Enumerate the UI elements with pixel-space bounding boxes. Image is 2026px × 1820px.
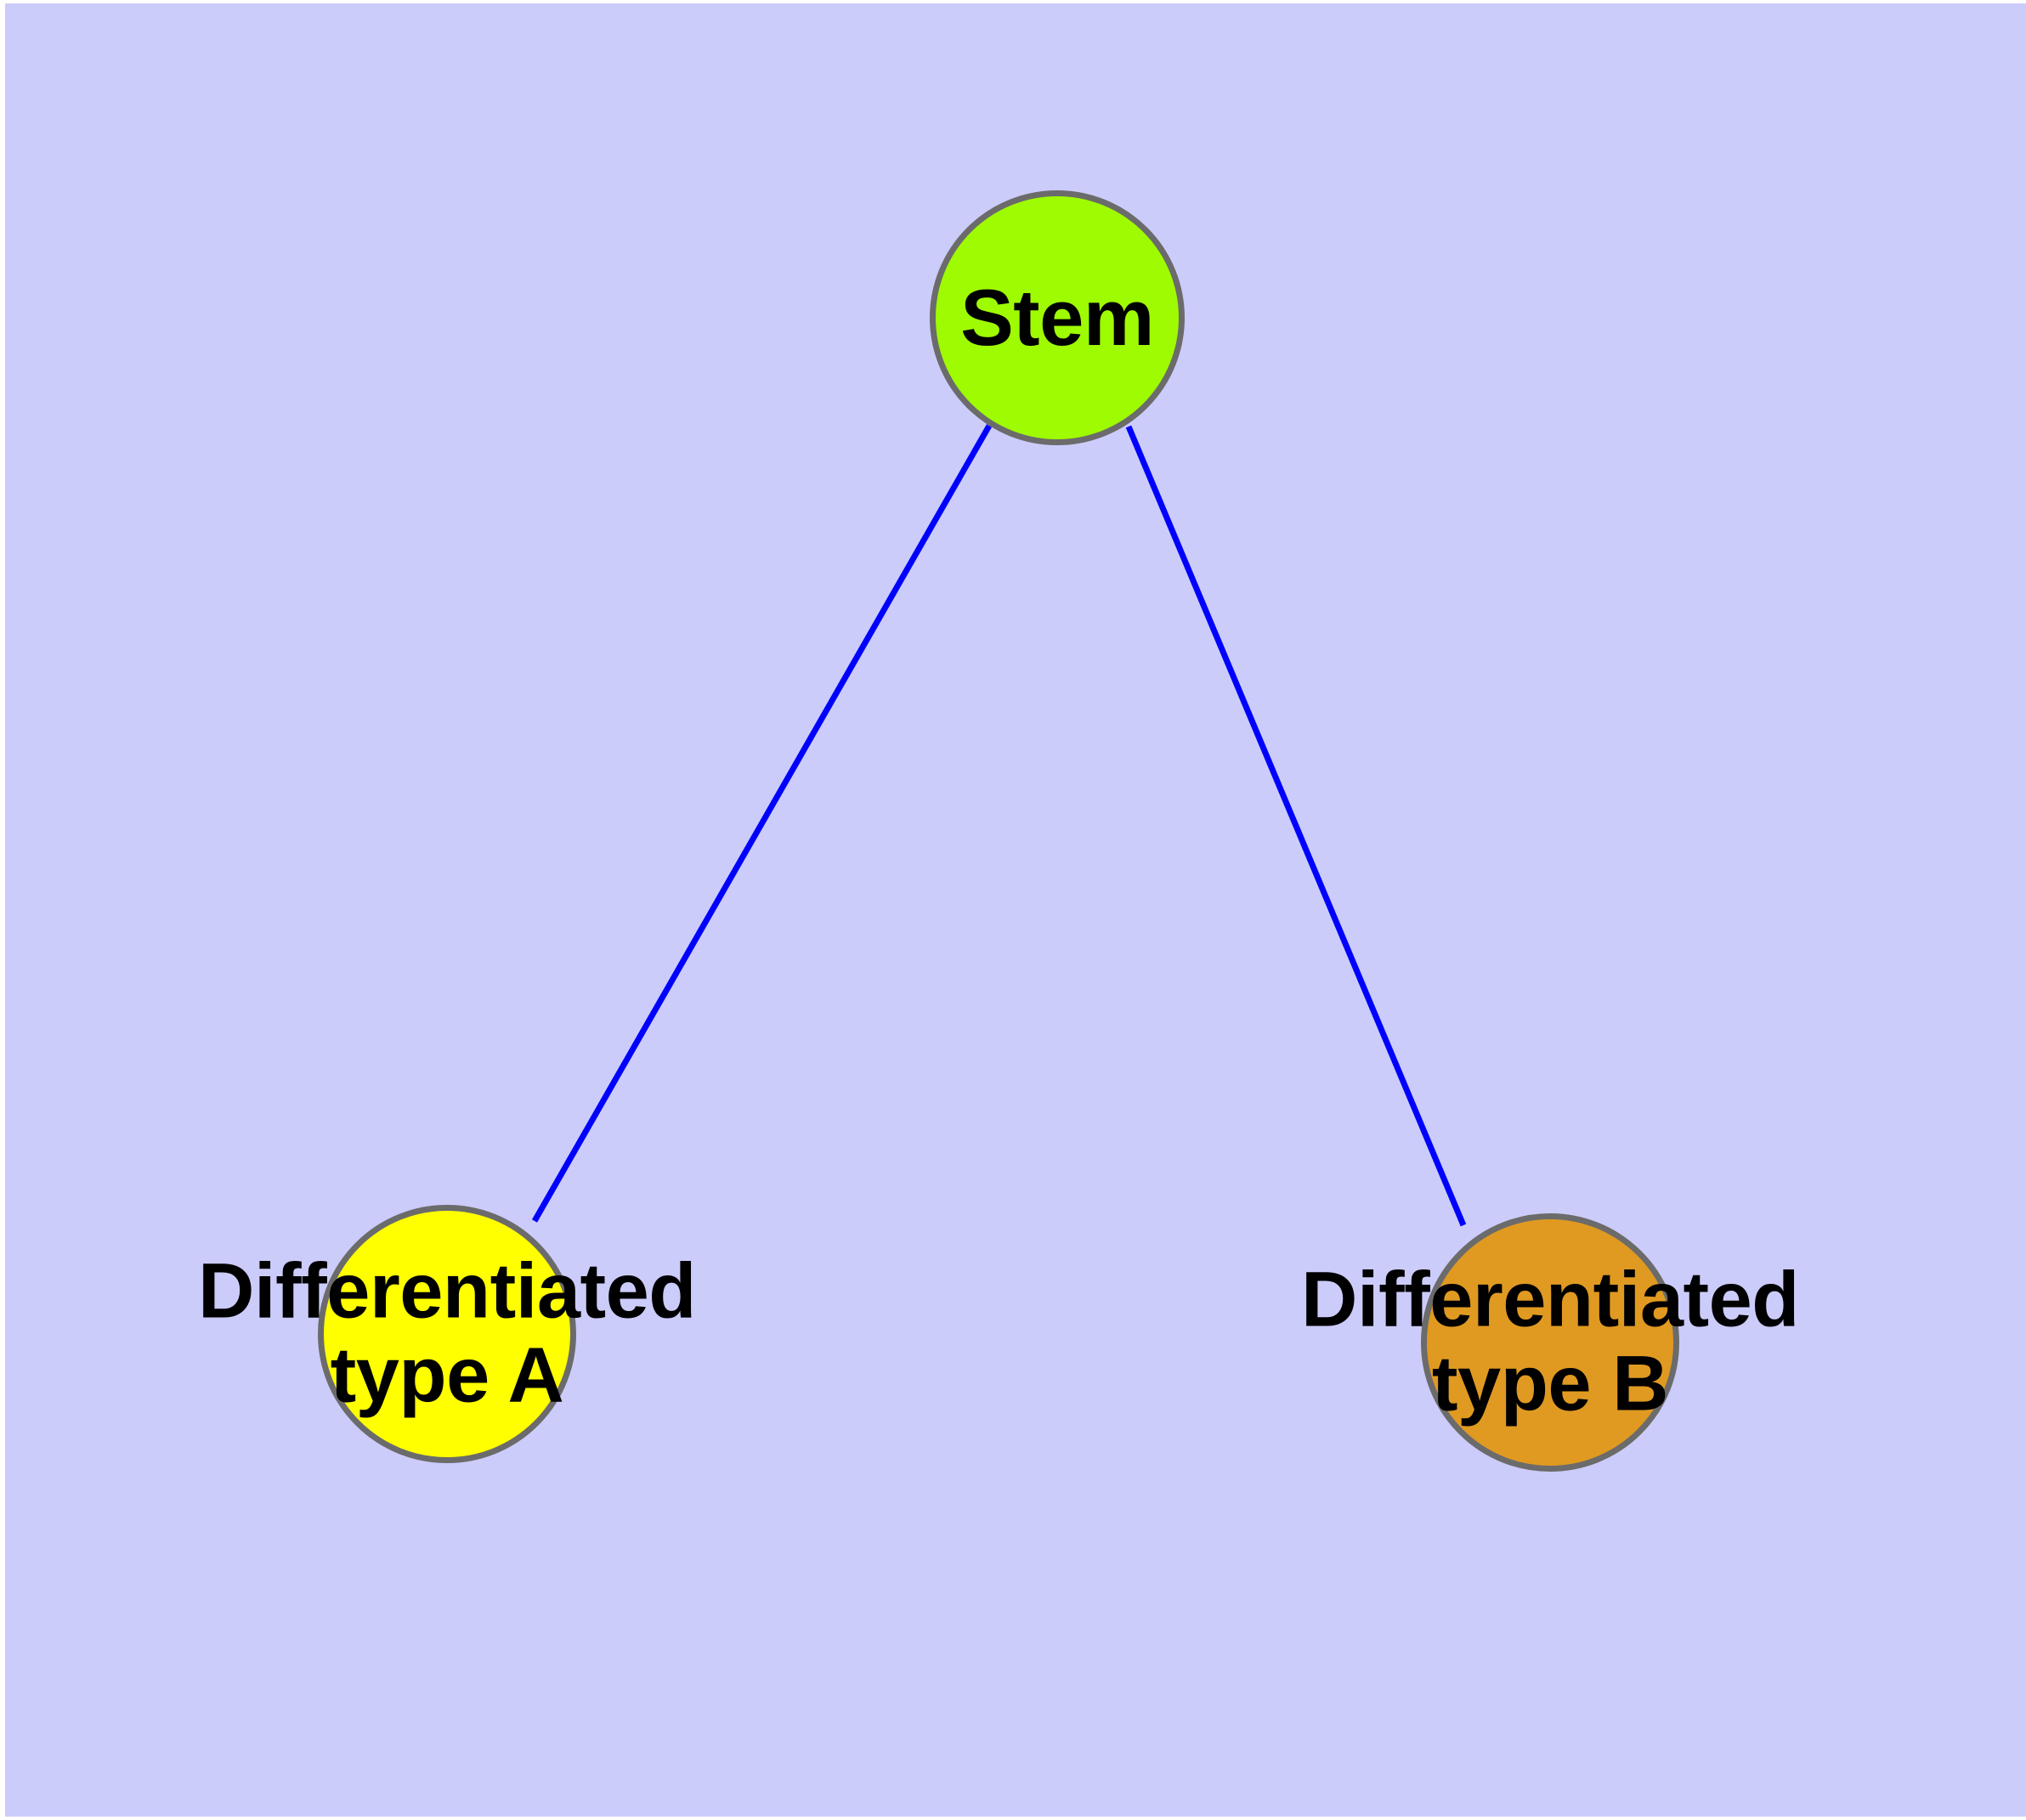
node-differentiated-type-b[interactable]: Differentiated type B — [1301, 1213, 1799, 1472]
node-stem-label: Stem — [960, 273, 1154, 363]
edge-stem-to-differentiated-type-b[interactable] — [1125, 425, 1467, 1227]
edge-stem-to-differentiated-type-a[interactable] — [531, 424, 993, 1223]
node-differentiated-type-a[interactable]: Differentiated type A — [198, 1205, 696, 1463]
edge-layer — [531, 424, 1467, 1227]
node-stem[interactable]: Stem — [930, 190, 1185, 445]
